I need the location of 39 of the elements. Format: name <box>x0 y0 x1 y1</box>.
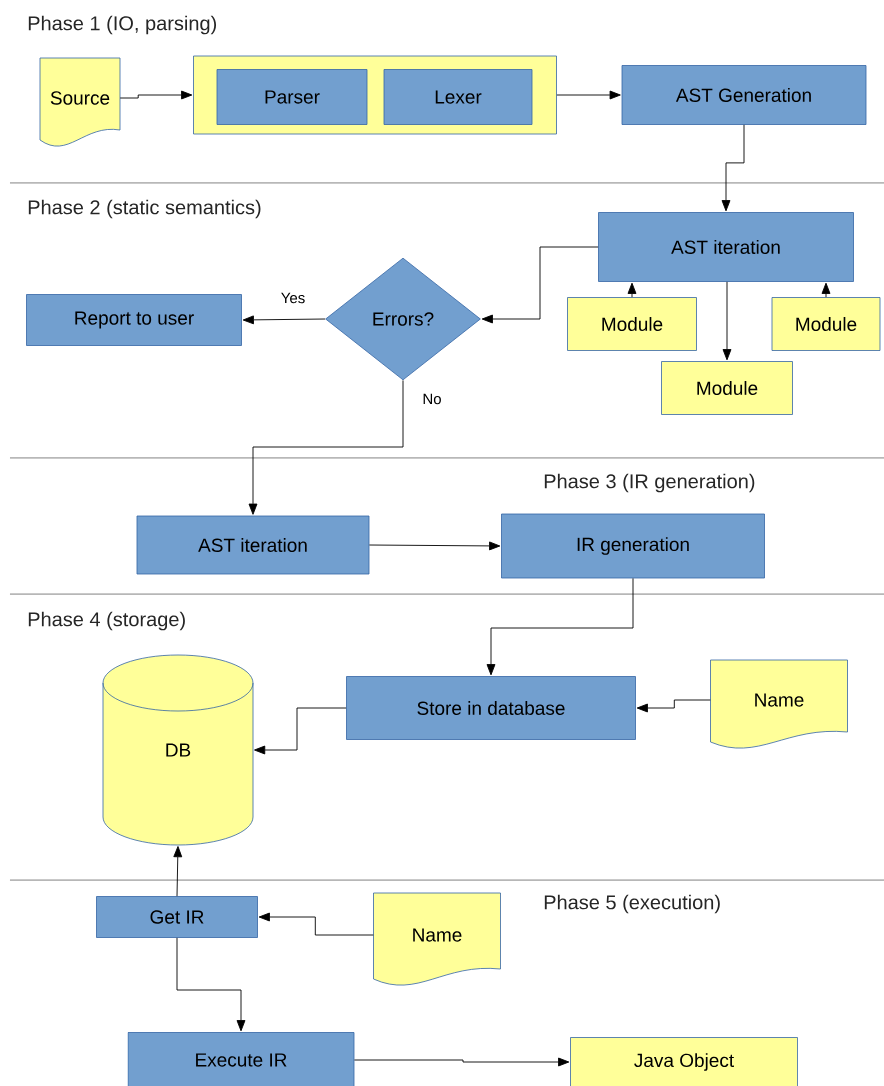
arrow <box>248 379 404 515</box>
data-box: Module <box>771 297 881 351</box>
process-box: Store in database <box>346 676 636 740</box>
process-box: Report to user <box>26 294 242 346</box>
arrow <box>242 315 326 325</box>
phase-label: Phase 2 (static semantics) <box>28 199 261 219</box>
process-box: AST iteration <box>136 515 370 575</box>
arrow <box>173 846 183 897</box>
arrow <box>627 282 637 298</box>
phase-label: Phase 1 (IO, parsing) <box>28 15 217 35</box>
process-box: AST iteration <box>598 212 854 282</box>
arrow <box>722 281 732 361</box>
edge-label: No <box>421 392 443 406</box>
process-box: Execute IR <box>127 1032 355 1086</box>
process-box: IR generation <box>501 513 765 579</box>
arrow <box>721 124 745 212</box>
arrow <box>119 90 193 100</box>
arrow <box>353 1057 570 1067</box>
phase-label: Phase 4 (storage) <box>28 611 185 631</box>
process-box: Lexer <box>383 69 533 125</box>
arrow <box>636 699 711 713</box>
arrow <box>258 912 374 936</box>
arrow <box>368 541 501 551</box>
process-box: Parser <box>216 69 368 125</box>
process-box: Get IR <box>96 896 258 938</box>
edge-label: Yes <box>279 291 307 305</box>
arrow <box>176 937 246 1032</box>
arrow <box>254 707 347 755</box>
arrow <box>556 90 621 100</box>
phase-label: Phase 5 (execution) <box>544 894 720 914</box>
arrow <box>821 282 831 298</box>
phase-label: Phase 3 (IR generation) <box>544 473 755 493</box>
data-box: Module <box>567 297 697 351</box>
process-box: AST Generation <box>621 65 867 125</box>
data-box: Java Object <box>570 1037 798 1086</box>
arrow <box>486 577 634 676</box>
database-cylinder: DB <box>102 654 254 846</box>
arrow <box>481 246 599 324</box>
data-box: Module <box>661 361 793 415</box>
